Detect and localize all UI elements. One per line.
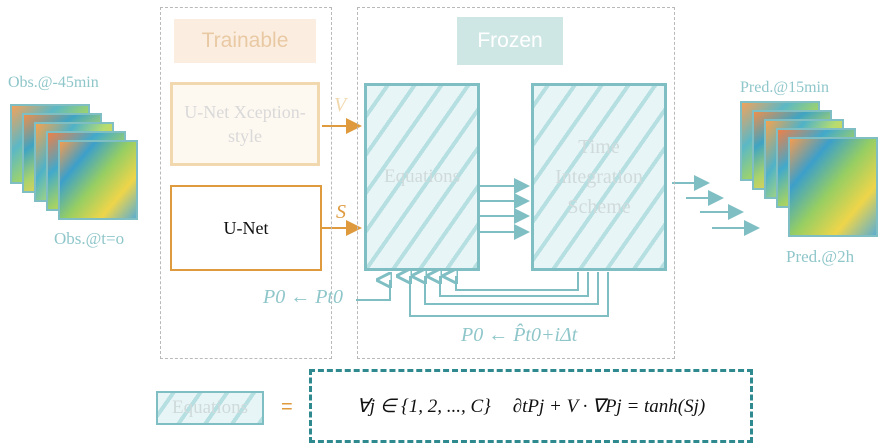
pred-frame (788, 137, 878, 237)
obs-top-label: Obs.@-45min (8, 74, 99, 91)
unet-xception-label: U-Net Xception-style (184, 102, 306, 146)
v-symbol: V (334, 94, 347, 116)
equations-block-label: Equations (384, 166, 460, 187)
formula-quantifier: ∀j ∈ {1, 2, ..., C} (356, 395, 491, 417)
s-symbol: S (336, 201, 346, 223)
equals-sign: = (281, 396, 293, 418)
pde-formula-box: ∀j ∈ {1, 2, ..., C} ∂tPj + V · ∇Pj = tan… (309, 369, 753, 443)
trainable-tag: Trainable (174, 19, 316, 63)
unet-xception-box: U-Net Xception-style (170, 82, 320, 166)
loop-state-label: P0 ← P̂t0+iΔt (461, 324, 577, 347)
legend-equations-box: Equations (156, 391, 264, 425)
trainable-panel (160, 7, 332, 359)
unet-box: U-Net (170, 185, 322, 271)
frozen-panel (357, 7, 675, 359)
frozen-tag: Frozen (457, 17, 563, 65)
obs-bottom-label: Obs.@t=o (54, 229, 125, 248)
pred-bottom-label: Pred.@2h (786, 247, 855, 266)
time-integration-label: Time Integration Scheme (555, 136, 643, 218)
unet-label: U-Net (223, 217, 269, 238)
obs-frame (58, 140, 138, 220)
feedback-loops (410, 272, 609, 317)
formula-equation: ∂tPj + V · ∇Pj = tanh(Sj) (512, 395, 706, 417)
equations-to-integration-arrows (480, 178, 530, 240)
legend-equations-label: Equations (172, 397, 248, 418)
pred-top-label: Pred.@15min (740, 79, 829, 96)
loop-state-text: P0 ← P̂t0+iΔt (461, 324, 578, 346)
initial-state-connector (356, 280, 390, 301)
initial-state-text: P0 ← Pt0 (263, 286, 343, 308)
initial-state-label: P0 ← Pt0 (263, 286, 343, 309)
equations-block: Equations (364, 83, 480, 271)
time-integration-block: Time Integration Scheme (531, 83, 667, 271)
prediction-output-arrows (672, 175, 760, 236)
